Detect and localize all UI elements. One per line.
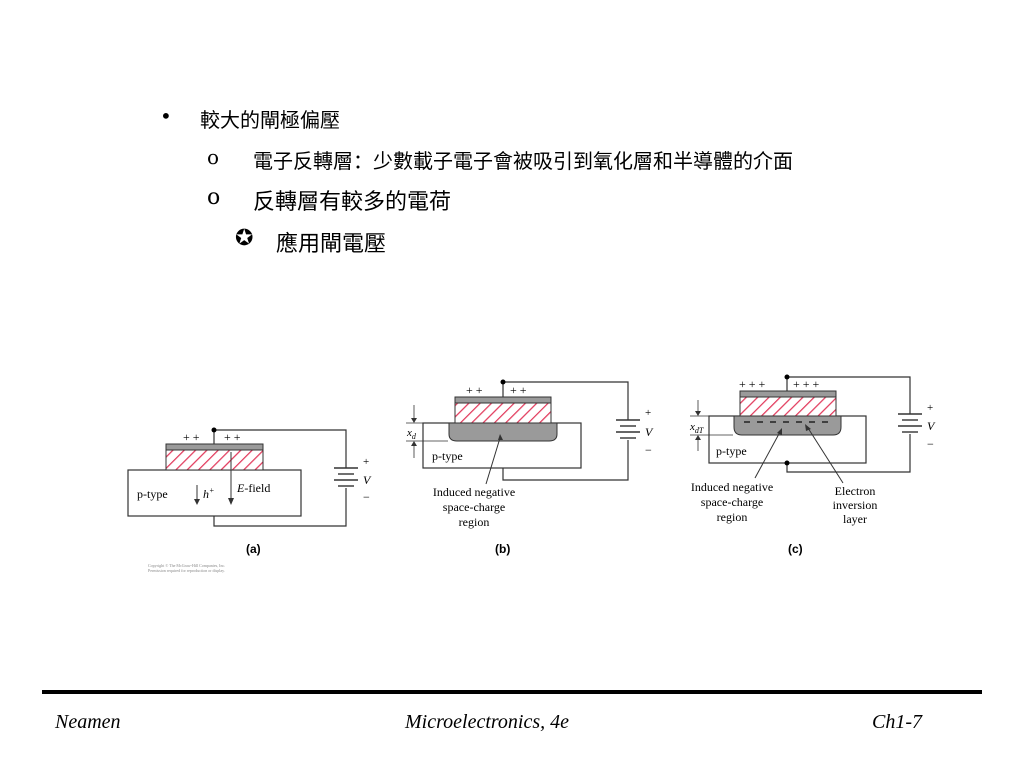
gate-wire bbox=[502, 381, 629, 420]
p-type-label: p-type bbox=[716, 444, 747, 458]
p-type-label: p-type bbox=[137, 487, 168, 501]
gate-oxide bbox=[165, 449, 264, 471]
battery-voltage-label: V bbox=[645, 425, 654, 439]
xd-arrow-head bbox=[411, 418, 417, 423]
depletion-region bbox=[448, 422, 558, 442]
footer-rule bbox=[42, 690, 982, 694]
node-dot bbox=[784, 374, 790, 380]
annotation-line-2: space-charge bbox=[443, 500, 505, 514]
plus-charges-left: + + + bbox=[739, 377, 766, 391]
caption-b: (b) bbox=[495, 542, 510, 556]
sub-bullet-marker: o bbox=[207, 185, 221, 210]
plus-charges-left: + + bbox=[183, 430, 200, 444]
battery-plus: + bbox=[645, 407, 651, 419]
copyright-line-2: Permission required for reproduction or … bbox=[148, 568, 225, 573]
plus-charges-left: + + bbox=[466, 383, 483, 397]
p-type-label: p-type bbox=[432, 449, 463, 463]
pointer-head bbox=[777, 428, 782, 435]
hole-arrow-head bbox=[194, 499, 200, 505]
annotation-line-3: region bbox=[717, 510, 748, 524]
bullet-text-1: 較大的閘極偏壓 bbox=[200, 108, 340, 132]
annotation-line-2: space-charge bbox=[701, 495, 763, 509]
battery-minus: − bbox=[363, 490, 370, 504]
star-bullet-icon: ✪ bbox=[235, 226, 254, 251]
plus-charges-right: + + bbox=[510, 383, 527, 397]
footer-author: Neamen bbox=[55, 711, 121, 733]
xd-label: xd bbox=[406, 427, 417, 441]
caption-c: (c) bbox=[788, 542, 803, 556]
bullet-text-2: 電子反轉層：少數載子電子會被吸引到氧化層和半導體的介面 bbox=[253, 149, 793, 173]
xdt-arrow-head bbox=[695, 435, 701, 440]
gate-oxide bbox=[454, 402, 552, 424]
gate-metal bbox=[454, 396, 552, 404]
depletion-region bbox=[733, 415, 842, 436]
gate-oxide bbox=[739, 396, 837, 417]
pointer-line bbox=[485, 437, 501, 485]
node-dot bbox=[500, 379, 506, 385]
panel-c: + + + + + + + V − xdT p-type Induced neg… bbox=[689, 374, 936, 556]
plus-charges-right: + + bbox=[224, 430, 241, 444]
node-dot bbox=[211, 427, 217, 433]
gate-metal bbox=[739, 390, 837, 398]
annotation-line-3: region bbox=[459, 515, 490, 529]
bullet-marker: • bbox=[160, 104, 172, 128]
substrate-wire bbox=[213, 488, 347, 527]
annotation-line-6: layer bbox=[843, 512, 867, 526]
battery-minus: − bbox=[927, 437, 934, 451]
bullet-text-3: 反轉層有較多的電荷 bbox=[253, 190, 452, 215]
mos-capacitor-figure: + + + + + V − p-type h+ E-field (a) Copy… bbox=[127, 374, 936, 573]
annotation-line-1: Induced negative bbox=[433, 485, 515, 499]
efield-arrow-head bbox=[228, 498, 234, 505]
battery-plus: + bbox=[927, 402, 933, 414]
battery-plus: + bbox=[363, 456, 369, 468]
xdt-arrow-head bbox=[695, 411, 701, 416]
xd-arrow-head bbox=[411, 441, 417, 446]
panel-b: + + + + + V − xd p-type Induced negative… bbox=[406, 379, 654, 556]
node-dot bbox=[784, 460, 790, 466]
gate-wire bbox=[213, 429, 347, 468]
battery-voltage-label: V bbox=[363, 473, 372, 487]
footer-page-number: Ch1-7 bbox=[872, 711, 922, 733]
caption-a: (a) bbox=[246, 542, 261, 556]
sub-bullet-marker: o bbox=[207, 145, 220, 169]
annotation-line-5: inversion bbox=[833, 498, 878, 512]
gate-metal bbox=[165, 443, 264, 451]
panel-a: + + + + + V − p-type h+ E-field (a) Copy… bbox=[127, 427, 372, 573]
annotation-line-4: Electron bbox=[835, 484, 876, 498]
annotation-line-1: Induced negative bbox=[691, 480, 773, 494]
footer-book-title: Microelectronics, 4e bbox=[405, 711, 570, 733]
substrate-wire bbox=[786, 434, 911, 473]
pointer-line bbox=[807, 427, 844, 484]
xdt-label: xdT bbox=[689, 421, 704, 435]
pointer-head bbox=[498, 434, 503, 440]
hole-label: h+ bbox=[203, 486, 214, 501]
pointer-line bbox=[754, 431, 781, 479]
efield-label: E-field bbox=[236, 481, 270, 495]
plus-charges-right: + + + bbox=[793, 377, 820, 391]
copyright-line-1: Copyright © The McGraw-Hill Companies, I… bbox=[148, 563, 225, 569]
battery-minus: − bbox=[645, 443, 652, 457]
substrate-wire bbox=[502, 440, 629, 481]
gate-wire bbox=[786, 376, 911, 414]
battery-voltage-label: V bbox=[927, 419, 936, 433]
bullet-text-4: 應用閘電壓 bbox=[276, 232, 387, 257]
pointer-head bbox=[805, 424, 811, 431]
